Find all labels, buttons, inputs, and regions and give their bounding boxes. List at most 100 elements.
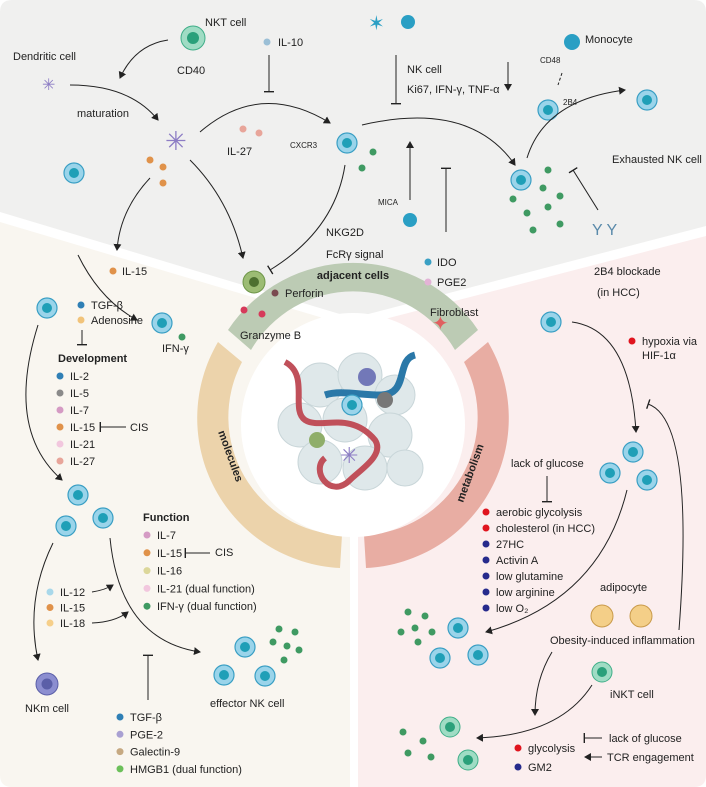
legend-dot [56, 457, 64, 465]
label-2b4: 2B4 [563, 98, 578, 107]
list-item-label: cholesterol (in HCC) [496, 523, 595, 535]
label-nkt-cell: NKT cell [205, 17, 246, 29]
label-function: Function [143, 512, 190, 524]
legend-dot [482, 508, 490, 516]
label-il27: IL-27 [227, 146, 252, 158]
list-item-label: IFN-γ (dual function) [157, 601, 257, 613]
label-il10: IL-10 [278, 37, 303, 49]
label-ido: IDO [437, 257, 457, 269]
list-item-label: IL-27 [70, 456, 95, 468]
list-item-label: IL-21 (dual function) [157, 583, 255, 595]
nk-cell [55, 515, 77, 537]
legend-dot [56, 372, 64, 380]
list-item-label: IL-18 [60, 618, 85, 630]
legend-dot [116, 748, 124, 756]
label-adipocyte: adipocyte [600, 582, 647, 594]
nk-cell-ifng [151, 312, 173, 334]
activated-nk-cell [510, 169, 532, 191]
label-adjacent-cells: adjacent cells [317, 270, 389, 282]
label-fibroblast: Fibroblast [430, 307, 478, 319]
nk-cell [636, 469, 658, 491]
list-item-label: IL-15 [157, 548, 182, 560]
arc-molecules [197, 342, 342, 568]
label-cd40: CD40 [177, 65, 205, 77]
star-dc-icon: ✳ [340, 443, 358, 468]
label-perforin: Perforin [285, 288, 324, 300]
legend-dot [116, 713, 124, 721]
nk-cell-cxcr3 [336, 132, 358, 154]
label-development: Development [58, 353, 127, 365]
blood-vessel-red [283, 359, 381, 490]
arc-adjacent-cells [228, 262, 478, 350]
nk-cell-2b4 [537, 99, 559, 121]
list-item-label: IL-21 [70, 439, 95, 451]
label-obesity-inflammation: Obesity-induced inflammation [550, 635, 695, 647]
legend-dot [482, 572, 490, 580]
legend-dot [56, 423, 64, 431]
label-2b4-blockade: 2B4 blockade [594, 266, 661, 278]
label-in-hcc: (in HCC) [597, 287, 640, 299]
label-nkm-cell: NKm cell [25, 703, 69, 715]
nk-cell-icon [341, 394, 363, 416]
list-item-label: Activin A [496, 555, 539, 567]
cell-icon [377, 392, 393, 408]
list-item-label: IL-12 [60, 587, 85, 599]
nk-cell-precursor [36, 297, 58, 319]
legend-dot [143, 549, 151, 557]
legend-dot [56, 440, 64, 448]
label-mica: MICA [378, 198, 399, 207]
list-item-label: IL-16 [157, 566, 182, 578]
effector-nk-cell [254, 665, 276, 687]
label-cd48: CD48 [540, 56, 561, 65]
legend-dot [46, 588, 54, 596]
label-tcr-engagement: TCR engagement [607, 752, 694, 764]
list-item-label: Galectin-9 [130, 747, 180, 759]
label-fcr-signal: FcRγ signal [326, 249, 383, 261]
effector-nk-cell [213, 664, 235, 686]
adjacent-cells-section: NKT cell CD40 Dendritic cell ✳ maturatio… [13, 13, 702, 355]
nk-cell [599, 462, 621, 484]
adipocyte-icon [590, 604, 653, 628]
nk-cell [429, 647, 451, 669]
list-item-label: Adenosine [91, 315, 143, 327]
nk-cell [540, 311, 562, 333]
fibroblast-icon: ✦ [432, 313, 449, 335]
legend-dot [77, 301, 85, 309]
legend-dot [143, 602, 151, 610]
label-inkt-cell: iNKT cell [610, 689, 654, 701]
metabolism-section: hypoxia via HIF-1α lack of glucose aerob… [397, 311, 698, 774]
label-ifng: IFN-γ [162, 343, 189, 355]
legend-dot [143, 567, 151, 575]
list-item-label: HMGB1 (dual function) [130, 764, 242, 776]
label-cxcr3: CXCR3 [290, 141, 318, 150]
label-cis: CIS [215, 547, 233, 559]
label-monocyte: Monocyte [585, 34, 633, 46]
legend-dot [482, 588, 490, 596]
nk-cell [467, 644, 489, 666]
legend-dot [116, 765, 124, 773]
inkt-cells [439, 716, 479, 771]
label-exhausted-nk-cell: Exhausted NK cell [612, 154, 702, 166]
label-hypoxia: hypoxia via [642, 336, 698, 348]
label-effector-nk-cell: effector NK cell [210, 698, 284, 710]
label-pge2: PGE2 [437, 277, 466, 289]
list-item-label: IL-2 [70, 371, 89, 383]
list-item-label: IL-7 [157, 530, 176, 542]
dendritic-cell-icon: ✳ [42, 77, 55, 94]
legend-dot [514, 744, 522, 752]
label-il15: IL-15 [122, 266, 147, 278]
nk-cell [63, 162, 85, 184]
list-item-label: TGF-β [91, 300, 123, 312]
label-nk-markers: Ki67, IFN-γ, TNF-α [407, 84, 500, 96]
legend-dot [482, 540, 490, 548]
arc-metabolism [364, 342, 509, 568]
label-maturation: maturation [77, 108, 129, 120]
